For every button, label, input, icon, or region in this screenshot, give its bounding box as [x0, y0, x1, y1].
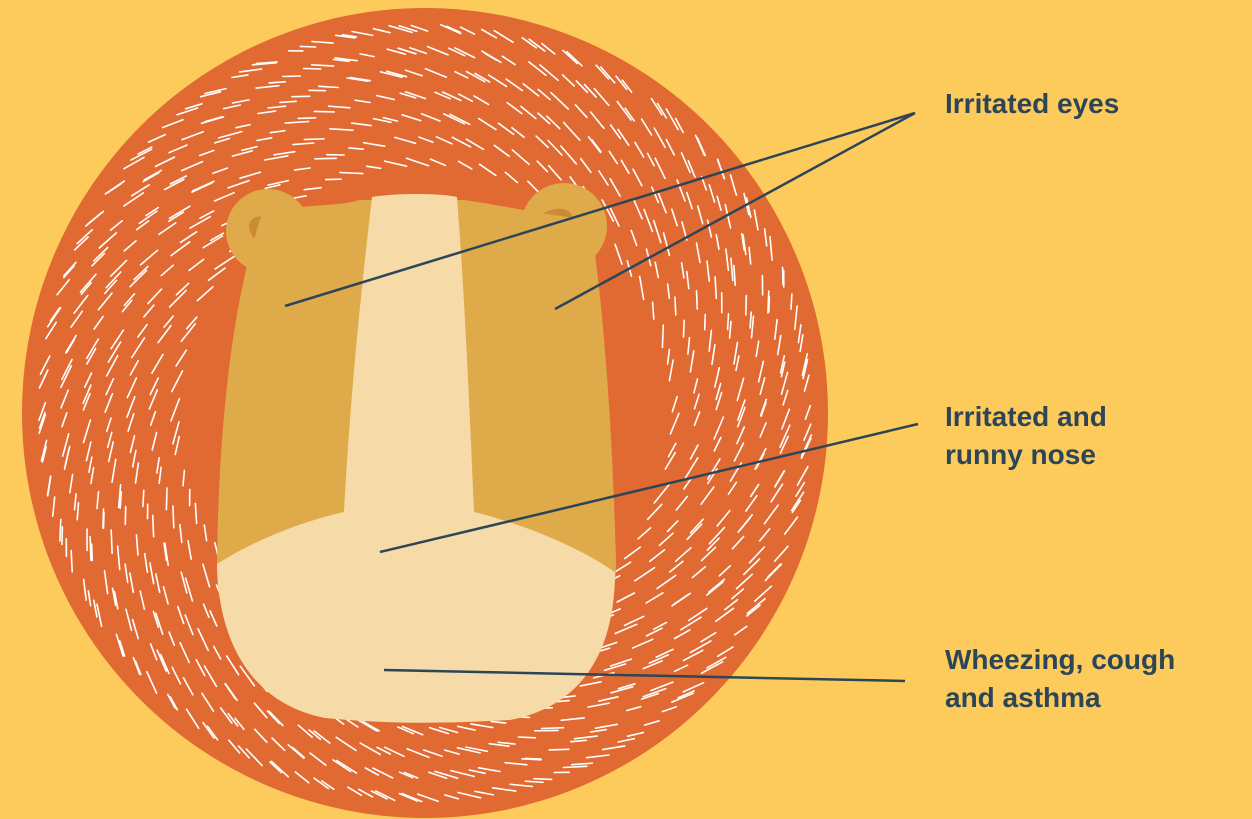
mane-fur-stroke	[60, 519, 61, 541]
mane-fur-stroke	[518, 737, 535, 738]
mane-fur-stroke	[684, 320, 685, 337]
callout-nose-line-2: runny nose	[945, 436, 1107, 474]
callout-irritated-eyes: Irritated eyes	[945, 85, 1119, 123]
callout-wheezing-cough-asthma: Wheezing, cough and asthma	[945, 641, 1175, 717]
mane-fur-stroke	[103, 509, 104, 528]
mane-fur-stroke	[92, 544, 93, 560]
mane-fur-stroke	[314, 111, 334, 112]
mane-fur-stroke	[534, 779, 552, 780]
callout-irritated-nose: Irritated and runny nose	[945, 398, 1107, 474]
mane-fur-stroke	[173, 506, 174, 528]
mane-fur-stroke	[300, 46, 315, 47]
mane-fur-stroke	[269, 82, 285, 83]
mane-fur-stroke	[705, 315, 706, 330]
mane-fur-stroke	[791, 294, 792, 309]
mane-fur-stroke	[542, 728, 564, 729]
mane-fur-stroke	[697, 291, 698, 309]
mane-fur-stroke	[522, 759, 541, 760]
mane-fur-stroke	[549, 749, 569, 750]
mane-fur-stroke	[662, 325, 663, 347]
mane-fur-stroke	[298, 118, 315, 119]
callout-chest-line-2: and asthma	[945, 679, 1175, 717]
mane-fur-stroke	[166, 488, 167, 510]
mane-fur-stroke	[143, 490, 144, 506]
mane-fur-stroke	[526, 781, 544, 782]
mane-fur-stroke	[71, 551, 72, 572]
mane-fur-stroke	[340, 173, 363, 174]
mane-fur-stroke	[280, 101, 296, 102]
mane-fur-stroke	[111, 530, 112, 553]
mane-fur-stroke	[304, 69, 321, 70]
mane-fur-stroke	[90, 537, 91, 561]
mane-fur-stroke	[283, 76, 301, 77]
mane-fur-stroke	[769, 297, 770, 312]
callout-chest-line-1: Wheezing, cough	[945, 641, 1175, 679]
mane-fur-stroke	[675, 297, 676, 315]
mane-fur-stroke	[746, 296, 747, 315]
callout-nose-line-1: Irritated and	[945, 398, 1107, 436]
mane-fur-stroke	[315, 158, 336, 159]
mane-fur-stroke	[62, 527, 63, 545]
mane-fur-stroke	[728, 314, 729, 330]
mane-fur-stroke	[304, 139, 324, 140]
mane-fur-stroke	[750, 312, 751, 328]
mane-fur-stroke	[153, 515, 154, 536]
callout-eyes-line-1: Irritated eyes	[945, 85, 1119, 123]
